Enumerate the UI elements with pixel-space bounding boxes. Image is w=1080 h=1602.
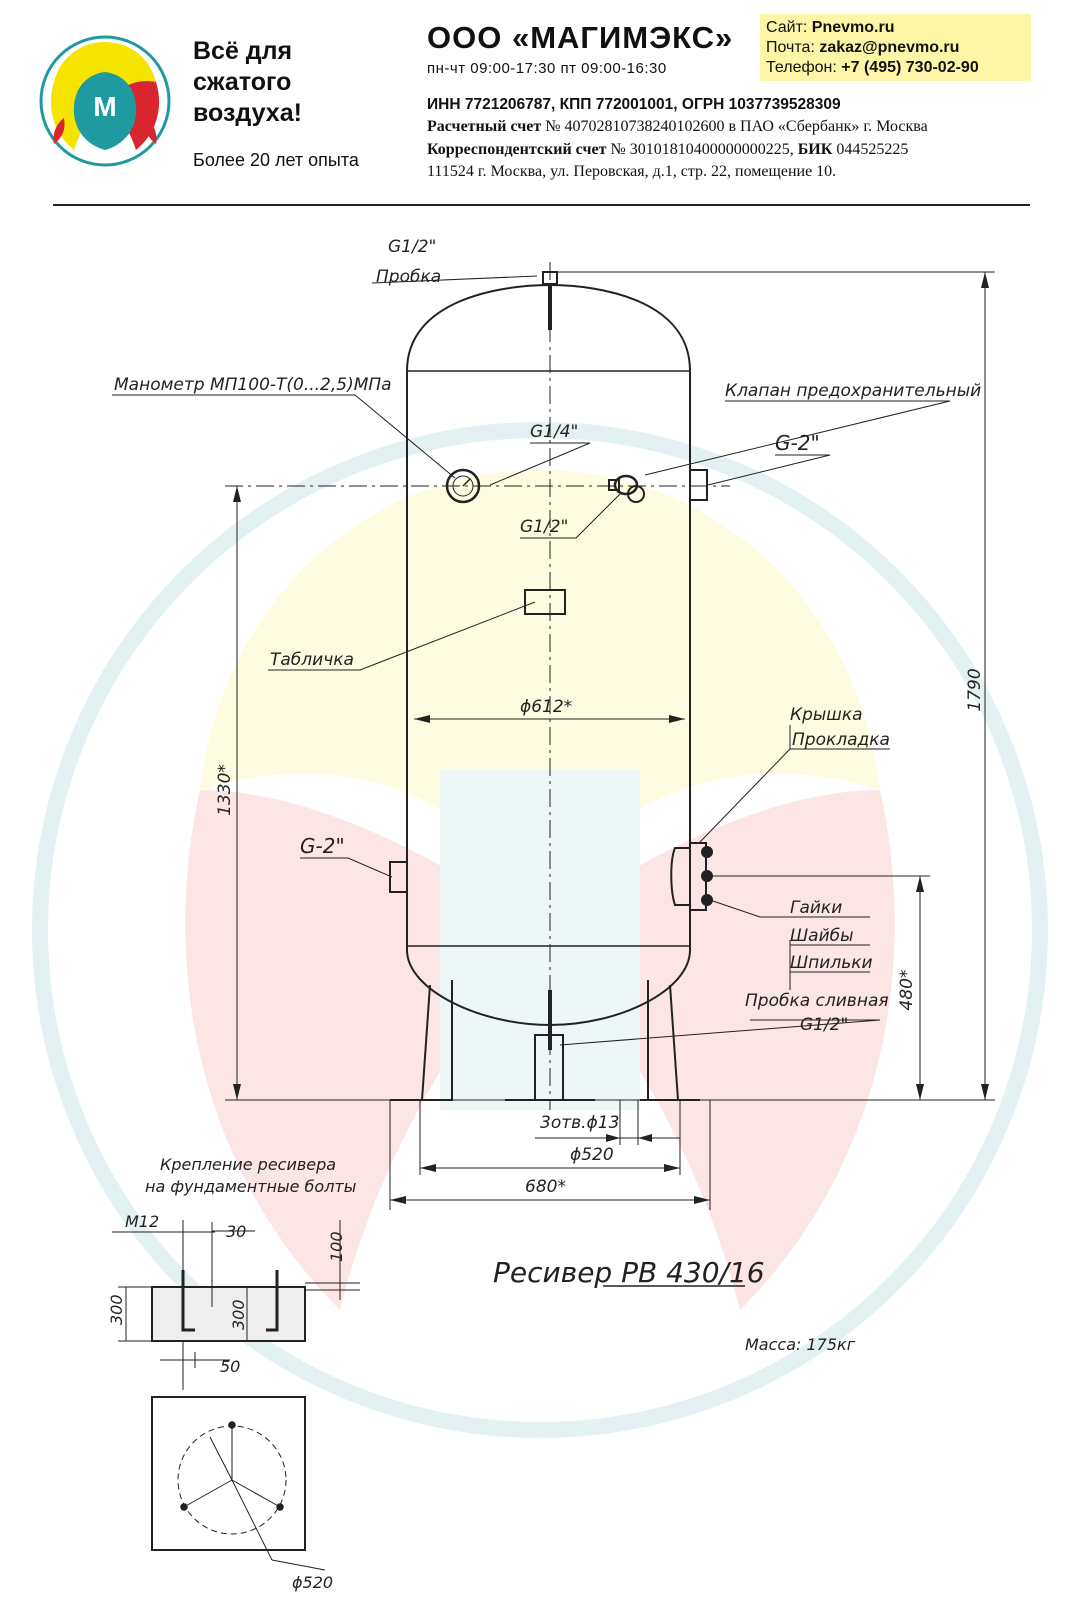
label-studs: Шпильки: [790, 953, 873, 973]
site-label: Сайт:: [766, 19, 808, 36]
label-dim-100: 100: [327, 1231, 346, 1262]
label-gasket: Прокладка: [792, 730, 890, 750]
label-holes: 3отв.ϕ13: [540, 1113, 619, 1133]
label-manometer: Манометр МП100-Т(0...2,5)МПа: [114, 375, 392, 395]
label-dim-520-circle: ϕ520: [292, 1573, 333, 1592]
safety-valve-icon: [608, 474, 645, 503]
label-g2-left: G-2": [300, 834, 345, 858]
label-g14: G1/4": [530, 422, 578, 442]
logo-letter: М: [93, 91, 116, 122]
label-cover: Крышка: [790, 705, 863, 725]
label-height-1330: 1330*: [215, 764, 235, 816]
label-dim-50: 50: [220, 1357, 240, 1376]
drawing-title: Ресивер РВ 430/16: [493, 1256, 765, 1289]
label-safety-valve: Клапан предохранительный: [725, 381, 981, 401]
contact-box: Сайт: Pnevmo.ru Почта: zakaz@pnevmo.ru Т…: [760, 14, 1031, 81]
foundation-detail: [112, 1220, 360, 1571]
label-nuts: Гайки: [790, 898, 842, 918]
bank-account-label: Расчетный счет: [427, 118, 542, 135]
label-dim-300-inner: 300: [229, 1299, 248, 1330]
left-nozzle: [389, 861, 408, 893]
slogan-line-1: Всё для: [193, 37, 293, 65]
label-height-480: 480*: [897, 970, 917, 1011]
tax-ids: ИНН 7721206787, КПП 772001001, ОГРН 1037…: [427, 96, 841, 113]
label-washers: Шайбы: [790, 926, 854, 946]
site-link[interactable]: Pnevmo.ru: [811, 19, 895, 36]
slogan-line-2: сжатого: [193, 68, 292, 96]
label-g2-right: G-2": [775, 431, 820, 455]
contact-mail: Почта: zakaz@pnevmo.ru: [766, 38, 1025, 58]
bik-value: 044525225: [836, 141, 909, 158]
bank-account-value: № 40702810738240102600 в ПАО «Сбербанк» …: [545, 118, 928, 135]
slogan-line-3: воздуха!: [193, 99, 302, 127]
address: 111524 г. Москва, ул. Перовская, д.1, ст…: [427, 163, 837, 180]
phone-link[interactable]: +7 (495) 730-02-90: [841, 59, 979, 76]
bank-account: Расчетный счет № 40702810738240102600 в …: [427, 118, 928, 136]
label-mount-title-1: Крепление ресивера: [160, 1155, 336, 1174]
label-drain-thread: G1/2": [800, 1015, 848, 1035]
label-dim-30: 30: [226, 1222, 246, 1241]
mail-link[interactable]: zakaz@pnevmo.ru: [819, 39, 960, 56]
contact-phone: Телефон: +7 (495) 730-02-90: [766, 58, 1025, 78]
corr-account: Корреспондентский счет № 301018104000000…: [427, 141, 908, 159]
experience-text: Более 20 лет опыта: [193, 150, 359, 170]
receiver-drawing: G1/2" Пробка Манометр МП100-Т(0...2,5)МП…: [107, 237, 995, 1592]
corr-account-value: № 30101810400000000225,: [610, 141, 794, 158]
corr-account-label: Корреспондентский счет: [427, 141, 607, 158]
mail-label: Почта:: [766, 39, 815, 56]
label-diameter-612: ϕ612*: [520, 697, 572, 717]
label-diameter-520: ϕ520: [570, 1145, 614, 1165]
label-top-thread: G1/2": [388, 237, 436, 257]
slogan: Всё для сжатого воздуха!: [193, 36, 302, 129]
label-drain-plug: Пробка сливная: [745, 991, 889, 1011]
working-hours: пн-чт 09:00-17:30 пт 09:00-16:30: [427, 60, 667, 77]
right-nozzle: [689, 469, 708, 501]
phone-label: Телефон:: [766, 59, 837, 76]
vessel-body: [406, 283, 691, 1027]
header-divider: [53, 204, 1030, 206]
leg-left: [420, 980, 453, 1101]
label-m12: M12: [125, 1212, 159, 1231]
bik-label: БИК: [797, 141, 833, 158]
label-g12-valve: G1/2": [520, 517, 568, 537]
manhole-cover: [670, 842, 713, 911]
label-width-680: 680*: [525, 1177, 566, 1197]
contact-site: Сайт: Pnevmo.ru: [766, 18, 1025, 38]
label-plate: Табличка: [270, 650, 354, 670]
label-height-1790: 1790: [965, 668, 985, 711]
label-dim-300-outer: 300: [107, 1294, 126, 1325]
label-top-plug: Пробка: [376, 267, 441, 287]
nameplate: [524, 589, 566, 615]
label-mass: Масса: 175кг: [745, 1335, 856, 1354]
company-name: ООО «МАГИМЭКС»: [427, 20, 734, 55]
company-logo: М: [39, 35, 171, 167]
label-mount-title-2: на фундаментные болты: [145, 1177, 356, 1196]
